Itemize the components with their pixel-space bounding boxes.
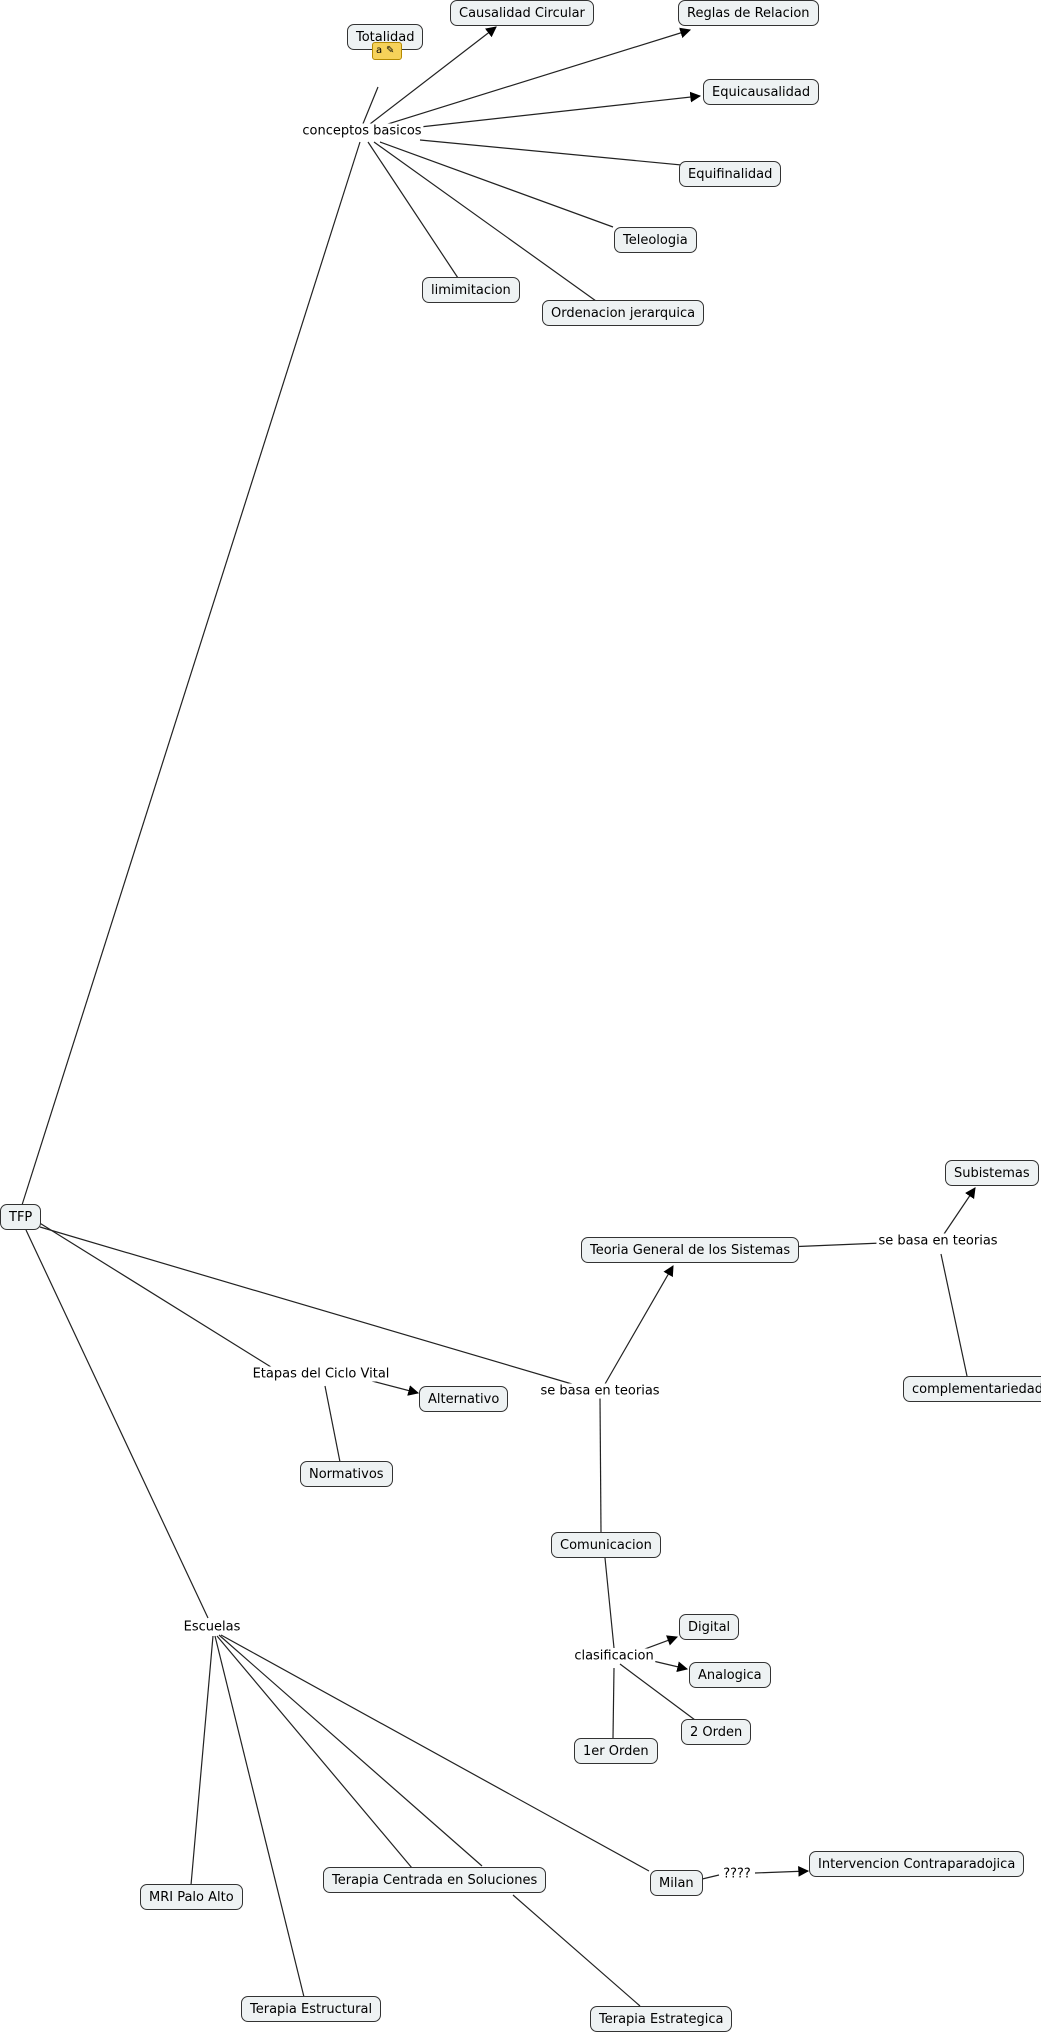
connector-line bbox=[419, 139, 715, 173]
connector-line bbox=[641, 1635, 679, 1651]
connector-line bbox=[604, 1265, 674, 1385]
connector-line bbox=[371, 1380, 420, 1396]
concept-normativos[interactable]: Normativos bbox=[300, 1461, 393, 1487]
concept-terapia-estructural[interactable]: Terapia Estructural bbox=[241, 1996, 382, 2022]
concept-limimitacion[interactable]: limimitacion bbox=[422, 277, 520, 303]
concept-ordenacion-jerarquica[interactable]: Ordenacion jerarquica bbox=[542, 300, 705, 326]
connector-line bbox=[379, 141, 614, 228]
connector-line bbox=[190, 1635, 214, 1886]
connector-line bbox=[324, 1385, 341, 1463]
concept-teoria-general[interactable]: Teoria General de los Sistemas bbox=[581, 1237, 800, 1263]
connector-line bbox=[943, 1187, 976, 1235]
connector-line bbox=[652, 1660, 689, 1673]
concept-mri-palo-alto[interactable]: MRI Palo Alto bbox=[140, 1884, 243, 1910]
concept-terapia-estrategica[interactable]: Terapia Estrategica bbox=[590, 2006, 733, 2032]
pencil-icon: ✎ bbox=[386, 45, 395, 56]
annotation-letter: a bbox=[376, 45, 383, 56]
connector-line bbox=[220, 1634, 650, 1872]
concept-2-orden[interactable]: 2 Orden bbox=[681, 1719, 752, 1745]
concept-analogica[interactable]: Analogica bbox=[689, 1662, 771, 1688]
concept-teleologia[interactable]: Teleologia bbox=[614, 227, 697, 253]
connector-line bbox=[218, 1634, 483, 1867]
connector-line bbox=[512, 1894, 641, 2007]
concept-intervencion-contraparadojica[interactable]: Intervencion Contraparadojica bbox=[809, 1851, 1025, 1877]
link-clasificacion[interactable]: clasificacion bbox=[572, 1648, 656, 1664]
concept-equicausalidad[interactable]: Equicausalidad bbox=[703, 79, 820, 105]
connector-line bbox=[25, 1229, 209, 1619]
concept-1er-orden[interactable]: 1er Orden bbox=[574, 1738, 658, 1764]
connector-line bbox=[369, 26, 497, 125]
concept-subistemas[interactable]: Subistemas bbox=[945, 1160, 1039, 1186]
concept-complementariedad[interactable]: complementariedad bbox=[903, 1376, 1041, 1402]
connector-line bbox=[419, 91, 702, 128]
concept-digital[interactable]: Digital bbox=[679, 1614, 740, 1640]
connector-line bbox=[604, 1557, 615, 1649]
connector-line bbox=[619, 1663, 696, 1721]
connector-line bbox=[37, 1221, 272, 1368]
link-se-basa-en-teorias-lower[interactable]: se basa en teorias bbox=[538, 1383, 662, 1399]
connector-line bbox=[940, 1253, 968, 1377]
connector-line bbox=[373, 141, 597, 302]
concept-milan[interactable]: Milan bbox=[650, 1870, 703, 1896]
connector-line bbox=[21, 141, 361, 1206]
connector-line bbox=[612, 1667, 615, 1739]
connector-line bbox=[39, 1226, 573, 1385]
link-escuelas[interactable]: Escuelas bbox=[181, 1619, 243, 1635]
concept-causalidad-circular[interactable]: Causalidad Circular bbox=[450, 0, 594, 26]
connector-line bbox=[216, 1635, 413, 1869]
concept-comunicacion[interactable]: Comunicacion bbox=[551, 1532, 661, 1558]
connector-line bbox=[785, 1242, 883, 1248]
concept-tfp[interactable]: TFP bbox=[0, 1204, 42, 1230]
connector-line bbox=[377, 27, 692, 128]
annotation-note[interactable]: a ✎ bbox=[372, 42, 402, 60]
concept-equifinalidad[interactable]: Equifinalidad bbox=[679, 161, 782, 187]
link-etapas-ciclo-vital[interactable]: Etapas del Ciclo Vital bbox=[250, 1366, 392, 1382]
connector-line bbox=[599, 1397, 602, 1533]
connector-line bbox=[754, 1865, 810, 1877]
concept-terapia-centrada[interactable]: Terapia Centrada en Soluciones bbox=[323, 1867, 547, 1893]
concept-reglas-de-relacion[interactable]: Reglas de Relacion bbox=[678, 0, 819, 26]
link-interrogantes[interactable]: ???? bbox=[721, 1866, 753, 1882]
connector-line bbox=[214, 1635, 305, 1998]
connector-line bbox=[367, 141, 459, 279]
link-se-basa-en-teorias-upper[interactable]: se basa en teorias bbox=[876, 1233, 1000, 1249]
concept-alternativo[interactable]: Alternativo bbox=[419, 1386, 509, 1412]
link-conceptos-basicos[interactable]: conceptos basicos bbox=[300, 123, 424, 139]
